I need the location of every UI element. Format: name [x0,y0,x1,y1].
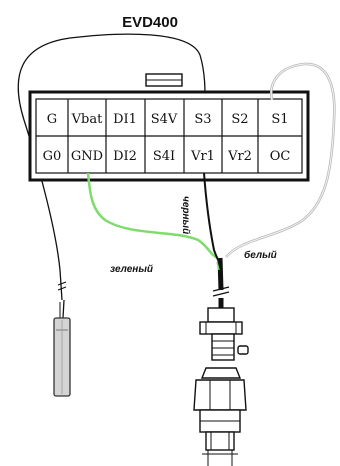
sensor-cable [212,257,230,308]
terminal-row-top: G Vbat DI1 S4V S3 S2 S1 [47,112,289,127]
terminal-s1: S1 [271,112,288,127]
terminal-dividers [67,99,259,173]
temperature-probe [53,299,71,397]
diagram-title: EVD400 [122,14,178,31]
terminal-s3: S3 [194,112,211,127]
terminal-g0: G0 [43,149,62,164]
terminal-s4i: S4I [153,149,175,164]
terminal-vr2: Vr2 [227,149,252,164]
terminal-vbat: Vbat [71,112,103,127]
white-wire-label: белый [244,249,277,261]
terminal-vr1: Vr1 [190,149,215,164]
terminal-row-bottom: G0 GND DI2 S4I Vr1 Vr2 OC [43,149,291,164]
terminal-di2: DI2 [113,149,137,164]
terminal-gnd: GND [71,149,103,164]
green-wire-label: зеленый [110,264,153,275]
terminal-oc: OC [270,149,291,164]
terminal-di1: DI1 [113,112,137,127]
black-loop-wire [17,33,206,301]
black-wire [203,172,221,265]
pressure-sensor [193,307,249,466]
green-wire [86,172,219,260]
black-wire-label: черный [180,196,191,234]
terminal-g: G [47,112,57,127]
terminal-s4v: S4V [151,112,178,127]
terminal-s2: S2 [231,112,248,127]
